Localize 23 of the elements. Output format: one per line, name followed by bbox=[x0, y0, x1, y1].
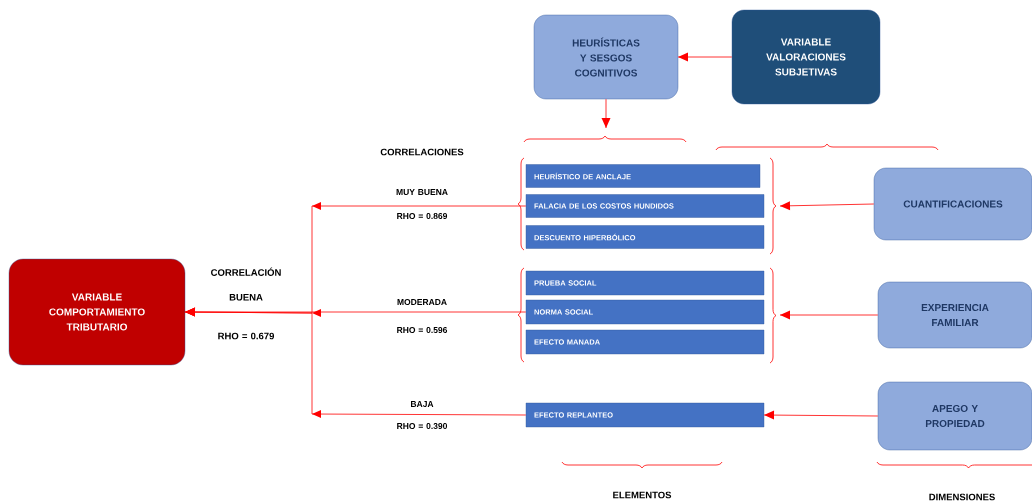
arrow bbox=[763, 410, 879, 420]
correlation-label: BAJA bbox=[411, 401, 434, 407]
correlation-label: MODERADA bbox=[397, 299, 447, 305]
arrow bbox=[677, 52, 733, 62]
correlation-label: ELEMENTOS bbox=[613, 491, 672, 499]
arrow bbox=[779, 310, 879, 320]
correlation-label: DIMENSIONES bbox=[929, 493, 995, 501]
correlation-label: MUY BUENA bbox=[396, 189, 448, 195]
variable-box: VARIABLE VALORACIONES SUBJETIVAS bbox=[731, 9, 881, 105]
dimension-box: CUANTIFICACIONES bbox=[873, 167, 1032, 241]
dimension-box: APEGO Y PROPIEDAD bbox=[877, 381, 1032, 451]
dimension-box: EXPERIENCIA FAMILIAR bbox=[877, 281, 1032, 349]
variable-box: VARIABLE COMPORTAMIENTO TRIBUTARIO bbox=[8, 258, 186, 366]
arrow bbox=[779, 201, 875, 211]
correlation-label: CORRELACIONES bbox=[380, 148, 464, 156]
correlation-label: CORRELACIÓN BUENA bbox=[211, 267, 281, 301]
correlation-label: RHO = 0.679 bbox=[218, 332, 275, 340]
arrow bbox=[184, 307, 527, 418]
arrow bbox=[601, 98, 611, 129]
correlation-label: RHO = 0.596 bbox=[397, 327, 448, 333]
dimension-box: HEURÍSTICAS Y SESGOS COGNITIVOS bbox=[533, 14, 679, 100]
correlation-label: RHO = 0.390 bbox=[397, 423, 448, 429]
correlation-label: RHO = 0.869 bbox=[397, 213, 448, 219]
